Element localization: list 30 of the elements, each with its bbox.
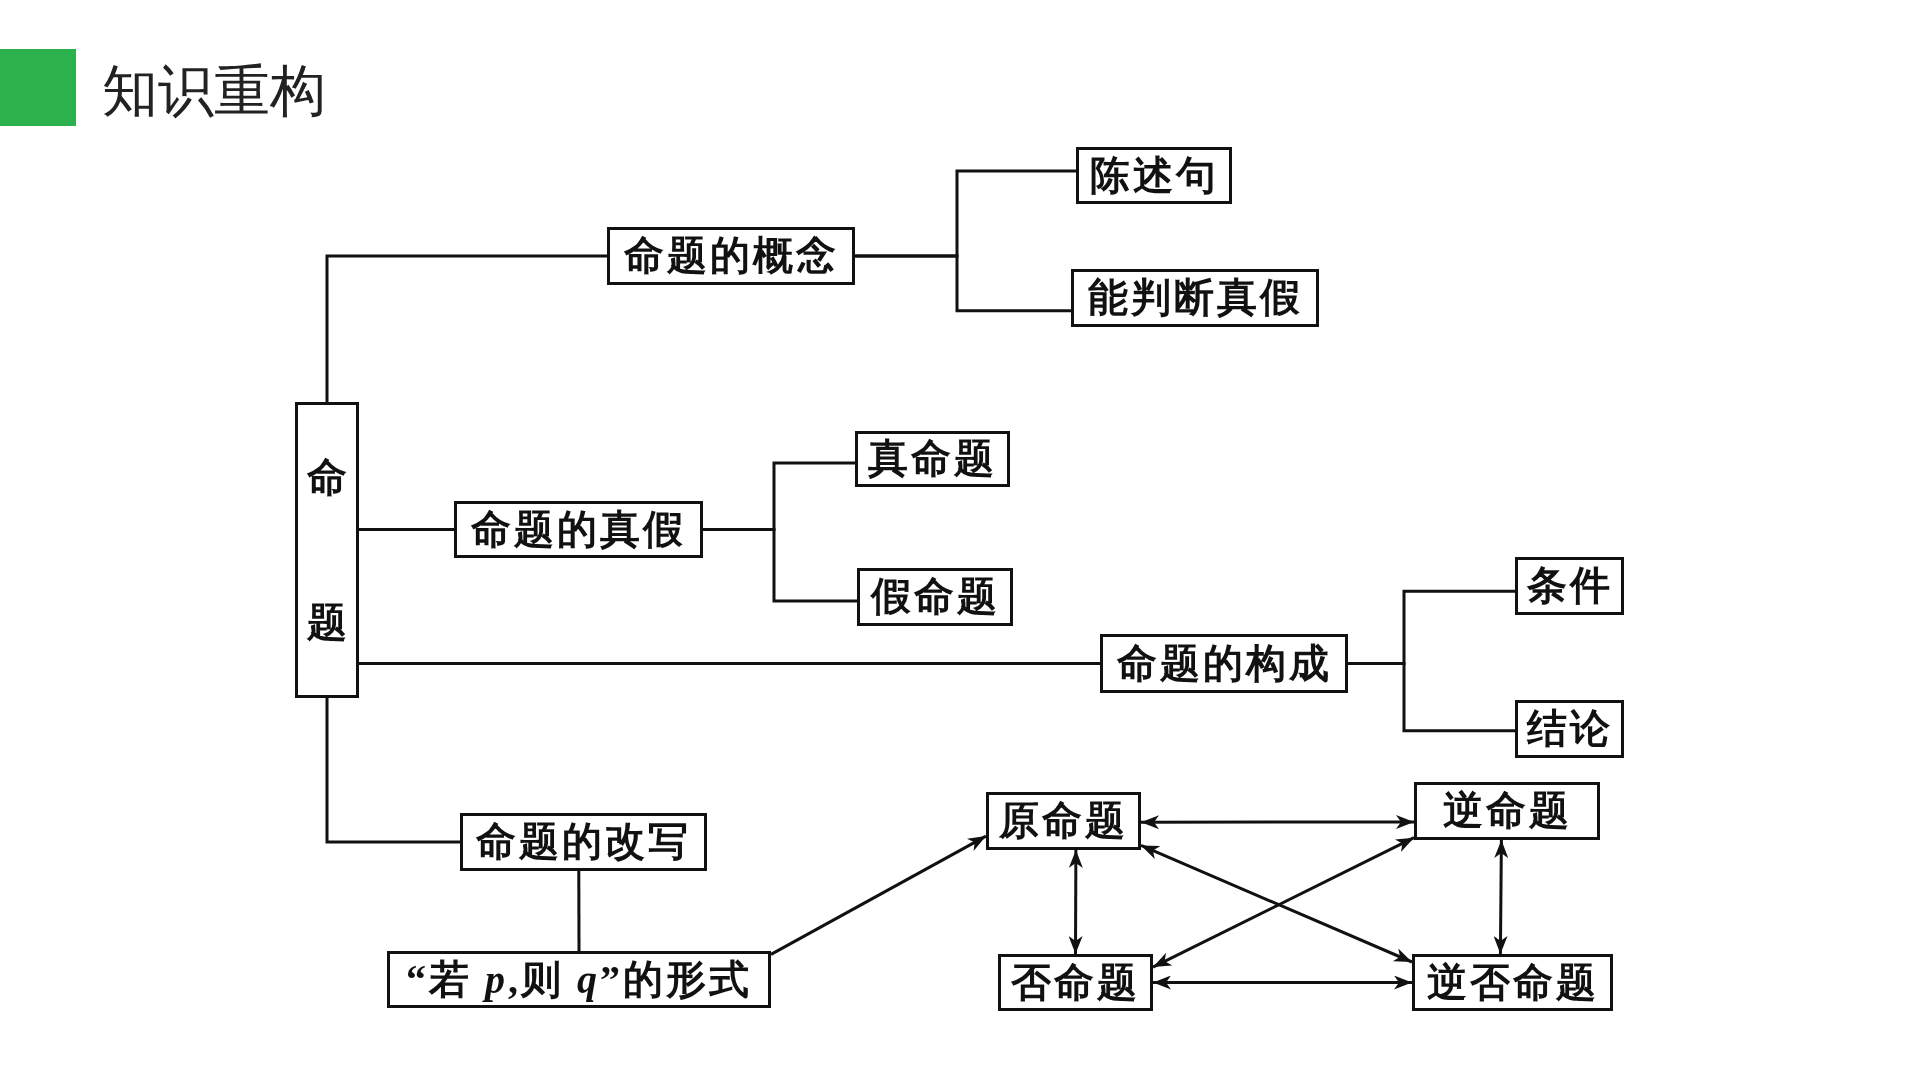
double-arrow <box>1153 975 1412 990</box>
concept-box: 能判断真假 <box>1071 269 1319 327</box>
connector-line <box>703 528 857 603</box>
connector-line <box>325 254 607 402</box>
proposition-box: 逆否命题 <box>1412 954 1613 1011</box>
connector-line <box>359 528 454 531</box>
connector-line <box>359 662 1100 665</box>
concept-box: 假命题 <box>857 568 1013 626</box>
concept-box: 结论 <box>1515 700 1624 758</box>
concept-box: 命题的构成 <box>1100 634 1348 693</box>
concept-box: 陈述句 <box>1076 147 1232 204</box>
form-box: “若 p,则 q”的形式 <box>387 951 771 1008</box>
double-arrow <box>1068 850 1083 954</box>
double-arrow <box>1141 815 1414 830</box>
connector-line <box>1348 662 1515 733</box>
connector-line <box>855 254 1071 313</box>
topic-box: 命题 <box>295 402 359 698</box>
proposition-box: 原命题 <box>986 792 1141 850</box>
proposition-box: 否命题 <box>998 954 1153 1011</box>
double-arrow <box>1493 840 1509 954</box>
page-title: 知识重构 <box>102 58 326 124</box>
concept-box: 条件 <box>1515 557 1624 615</box>
concept-box: 命题的真假 <box>454 501 703 558</box>
connector-line <box>325 698 460 844</box>
arrow <box>770 834 987 956</box>
connector-line <box>577 871 581 951</box>
proposition-box: 逆命题 <box>1414 782 1600 840</box>
concept-box: 真命题 <box>855 431 1010 487</box>
concept-box: 命题的改写 <box>460 813 707 871</box>
concept-box: 命题的概念 <box>607 227 855 285</box>
